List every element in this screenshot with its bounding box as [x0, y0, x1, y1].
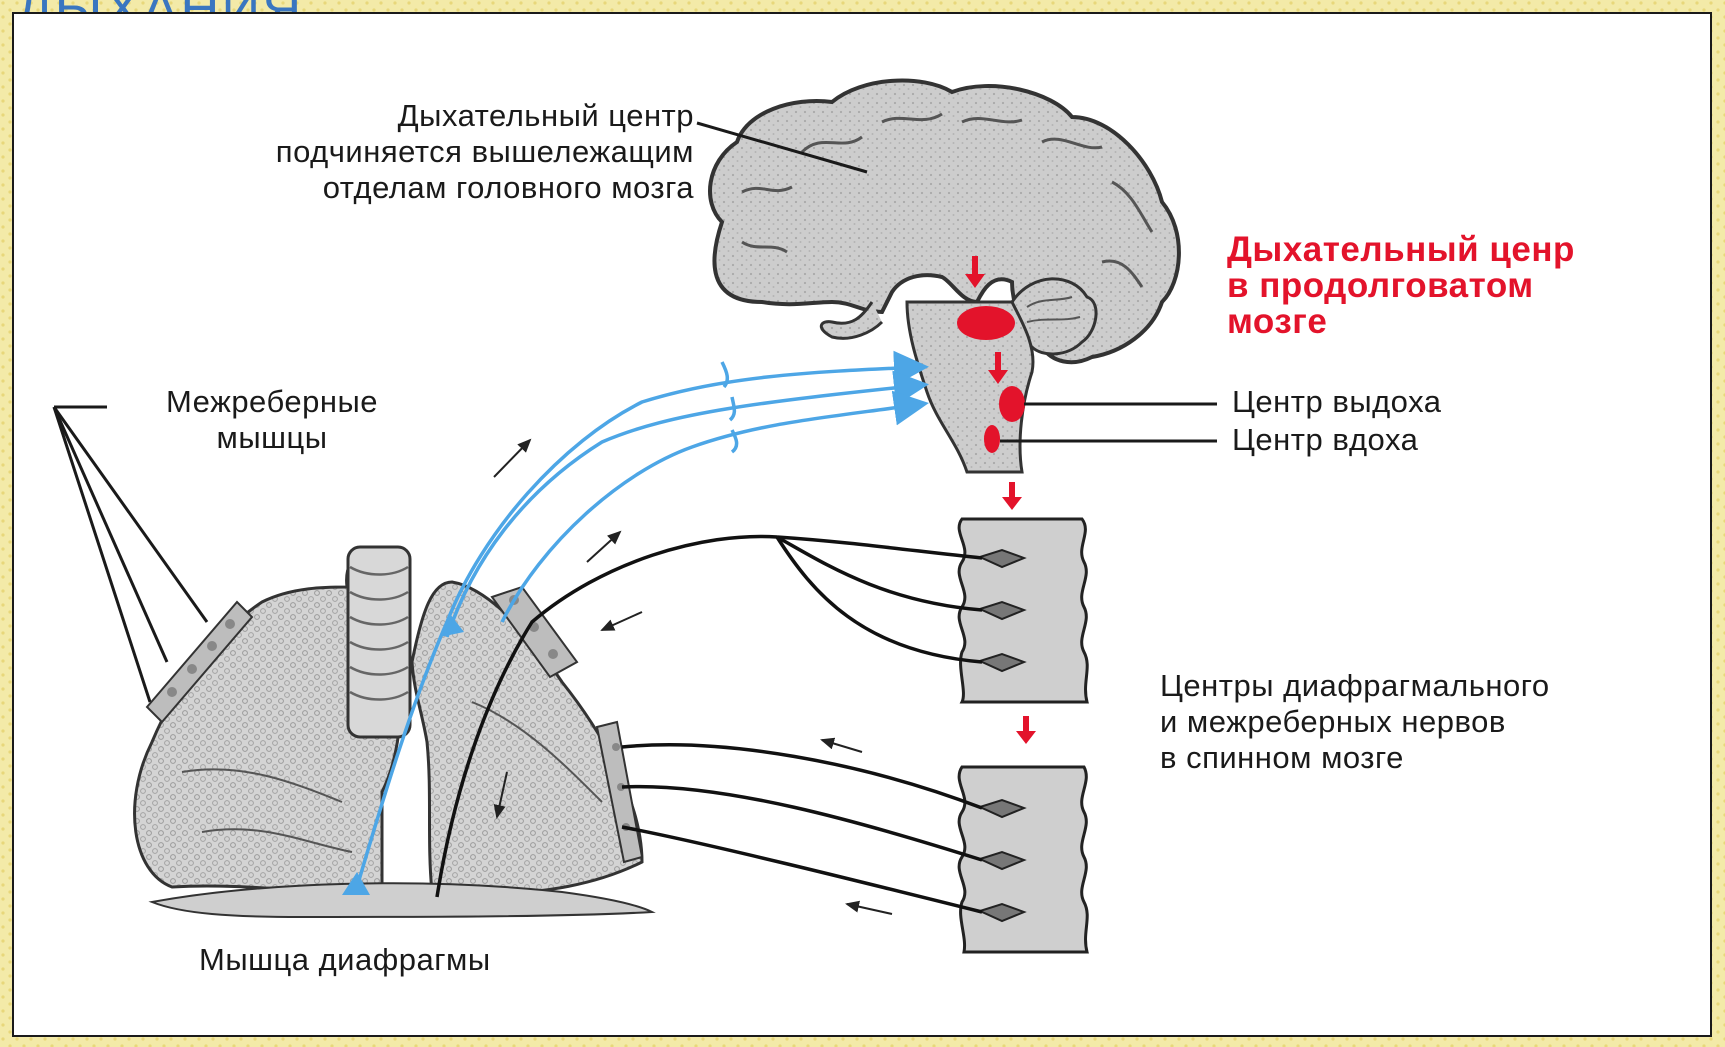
label-intercostal-muscles: Межреберные мышцы	[122, 384, 422, 456]
inhale-center-marker	[984, 425, 1000, 453]
label-higher-centers: Дыхательный центр подчиняется вышележащи…	[134, 98, 694, 206]
trachea	[348, 547, 410, 737]
label-medulla-respiratory-center: Дыхательный ценр в продолговатом мозге	[1227, 232, 1575, 340]
diaphragm-muscle	[152, 883, 652, 917]
diagram-panel: Дыхательный центр подчиняется вышележащи…	[12, 12, 1712, 1037]
label-inhale-center: Центр вдоха	[1232, 422, 1418, 458]
label-exhale-center: Центр выдоха	[1232, 384, 1441, 420]
exhale-center-marker	[999, 386, 1025, 422]
label-spinal-nerve-centers: Центры диафрагмального и межреберных нер…	[1160, 668, 1550, 776]
medulla-respiratory-center-marker	[957, 306, 1015, 340]
label-diaphragm-muscle: Мышца диафрагмы	[199, 942, 491, 978]
